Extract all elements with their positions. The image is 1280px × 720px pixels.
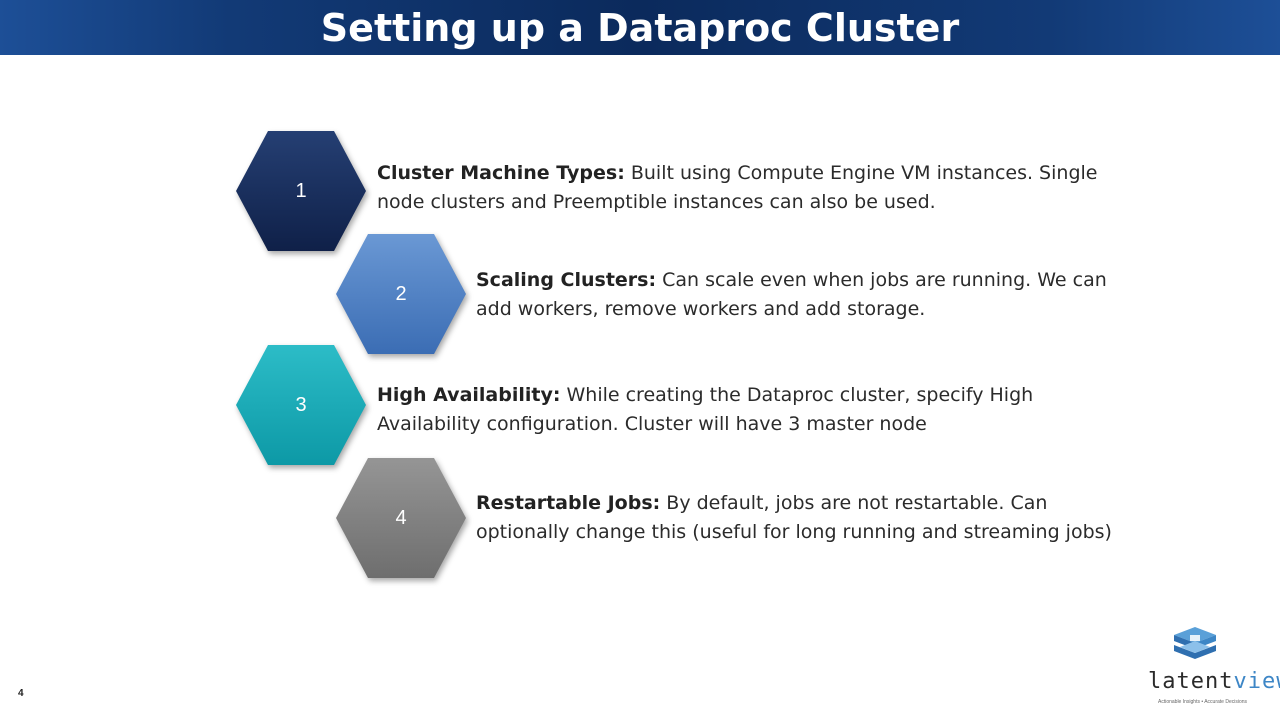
- hexagon-4-number: 4: [395, 506, 407, 529]
- logo-tagline: Actionable Insights • Accurate Decisions: [1157, 699, 1248, 705]
- title-bar: Setting up a Dataproc Cluster: [0, 0, 1280, 55]
- hexagon-2-number: 2: [395, 282, 407, 305]
- hexagon-1: 1: [236, 131, 366, 251]
- item-4-line2: optionally change this (useful for long …: [476, 521, 1112, 543]
- logo-wordmark: latentview: [1148, 669, 1280, 694]
- company-logo: latentview Actionable Insights • Accurat…: [1140, 625, 1280, 710]
- page-number: 4: [18, 688, 24, 699]
- item-3-line2: Availability configuration. Cluster will…: [377, 413, 927, 435]
- hexagon-1-number: 1: [295, 179, 307, 202]
- hexagon-3: 3: [236, 345, 366, 465]
- hexagon-4: 4: [336, 458, 466, 578]
- hexagon-2: 2: [336, 234, 466, 354]
- stacked-boxes-logo-icon: [1174, 627, 1216, 659]
- item-2-line1: Can scale even when jobs are running. We…: [656, 269, 1107, 291]
- item-3-line1: While creating the Dataproc cluster, spe…: [560, 384, 1034, 406]
- item-3-heading: High Availability:: [377, 384, 561, 406]
- item-4-text: Restartable Jobs: By default, jobs are n…: [476, 489, 1236, 547]
- hexagon-3-number: 3: [295, 393, 307, 416]
- item-1-line2: node clusters and Preemptible instances …: [377, 191, 936, 213]
- item-2-heading: Scaling Clusters:: [476, 269, 657, 291]
- item-1-line1: Built using Compute Engine VM instances.…: [624, 162, 1098, 184]
- item-2-line2: add workers, remove workers and add stor…: [476, 298, 926, 320]
- slide-title: Setting up a Dataproc Cluster: [320, 5, 960, 50]
- item-1-text: Cluster Machine Types: Built using Compu…: [377, 159, 1137, 217]
- item-1-heading: Cluster Machine Types:: [377, 162, 625, 184]
- item-4-line1: By default, jobs are not restartable. Ca…: [660, 492, 1048, 514]
- item-3-text: High Availability: While creating the Da…: [377, 381, 1137, 439]
- item-2-text: Scaling Clusters: Can scale even when jo…: [476, 266, 1236, 324]
- item-4-heading: Restartable Jobs:: [476, 492, 661, 514]
